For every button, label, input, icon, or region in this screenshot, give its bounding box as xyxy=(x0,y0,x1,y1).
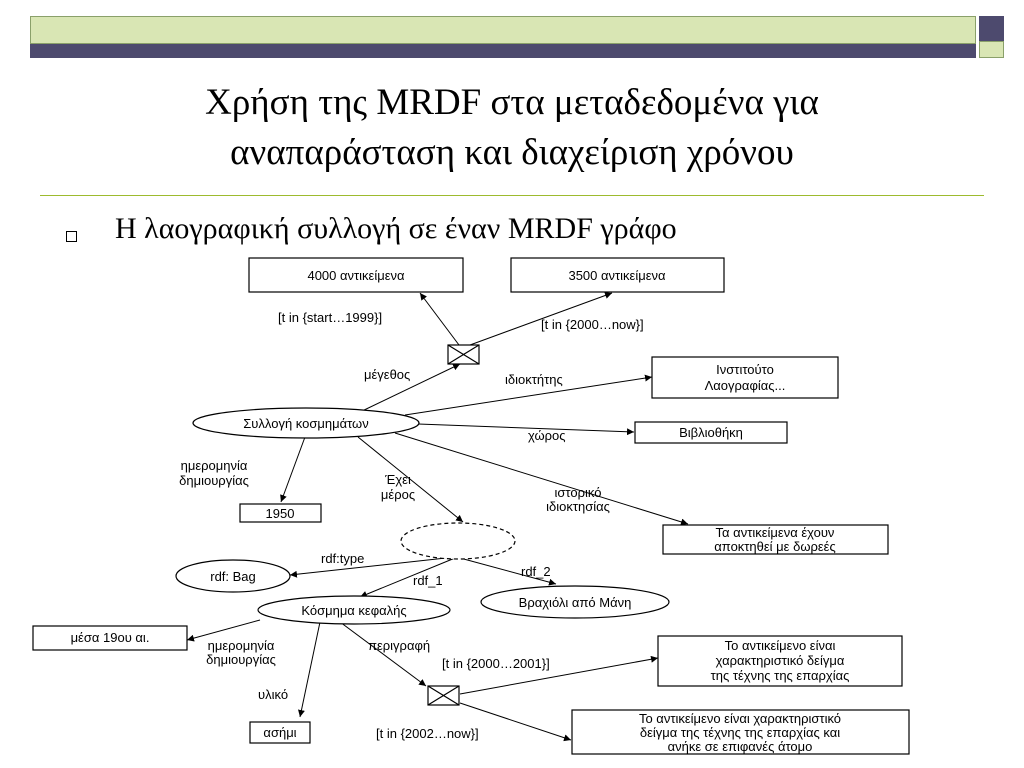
edge-label-t-2002-now: [t in {2002…now}] xyxy=(376,726,479,741)
node-mid19-label: μέσα 19ου αι. xyxy=(71,630,150,645)
edge-perigrafi xyxy=(339,621,427,687)
edge-megethos xyxy=(359,363,461,413)
node-headjewel-ellipse xyxy=(257,595,451,625)
edge-choros xyxy=(417,423,635,436)
node-desc2-label-3: ανήκε σε επιφανές άτομο xyxy=(668,739,813,754)
node-rdfbag-label: rdf: Bag xyxy=(210,569,256,584)
edge-label-imerominia-2a: ημερομηνία xyxy=(208,638,275,653)
node-rdfbag-ellipse xyxy=(175,559,291,593)
node-3500-box xyxy=(510,257,725,293)
node-4000-label: 4000 αντικείμενα xyxy=(307,268,405,283)
edge-label-choros: χώρος xyxy=(528,428,566,443)
node-vivliothiki-box xyxy=(634,421,788,444)
node-bracelet-label: Βραχιόλι από Μάνη xyxy=(519,595,632,610)
node-instituto-label-2: Λαογραφίας... xyxy=(705,378,786,393)
node-collection-label: Συλλογή κοσμημάτων xyxy=(243,416,368,431)
node-desc2-label-2: δείγμα της τέχνης της επαρχίας και xyxy=(640,725,840,740)
edge-label-imerominia-1a: ημερομηνία xyxy=(181,458,248,473)
edge-label-perigrafi: περιγραφή xyxy=(368,638,430,653)
edge-label-imerominia-1b: δημιουργίας xyxy=(179,473,249,488)
edge-label-t-2000-2001: [t in {2000…2001}] xyxy=(442,656,550,671)
node-1950-box xyxy=(239,503,322,523)
node-donations-label-2: αποκτηθεί με δωρεές xyxy=(714,539,835,554)
node-asimi-label: ασήμι xyxy=(263,725,296,740)
edge-istoriko xyxy=(394,432,689,526)
edge-idioktitis xyxy=(404,374,653,416)
edge-label-yliko: υλικό xyxy=(258,687,288,702)
edge-to-4000 xyxy=(419,292,460,346)
edge-label-rdf2: rdf_2 xyxy=(521,564,551,579)
node-desc1-box xyxy=(657,635,903,687)
header-band-light xyxy=(30,16,976,44)
edge-to-3500 xyxy=(469,292,613,346)
edge-label-t-2000-now: [t in {2000…now}] xyxy=(541,317,644,332)
edge-label-imerominia-2b: δημιουργίας xyxy=(206,652,276,667)
node-desc1-label-2: χαρακτηριστικό δείγμα xyxy=(716,653,845,668)
edge-label-istoriko-2: ιδιοκτησίας xyxy=(546,499,610,514)
node-headjewel-label: Κόσμημα κεφαλής xyxy=(301,603,406,618)
title-divider xyxy=(40,195,984,196)
node-desc1-label-1: Το αντικείμενο είναι xyxy=(725,638,836,653)
node-desc1-label-3: της τέχνης της επαρχίας xyxy=(711,668,850,683)
node-bag-blank-ellipse xyxy=(400,522,516,560)
node-donations-box xyxy=(662,524,889,555)
edge-label-rdftype: rdf:type xyxy=(321,551,364,566)
node-desc2-box xyxy=(571,709,910,755)
bullet-text: Η λαογραφική συλλογή σε έναν MRDF γράφο xyxy=(115,212,677,245)
slide-title-line-1: Χρήση της MRDF στα μεταδεδομένα για xyxy=(205,82,819,123)
edge-label-idioktitis: ιδιοκτήτης xyxy=(505,372,563,387)
node-instituto-label-1: Ινστιτούτο xyxy=(716,362,774,377)
edge-rdf1 xyxy=(359,557,456,598)
edge-echei-meros xyxy=(357,436,464,523)
node-4000-box xyxy=(248,257,464,293)
edge-label-echei-1: Έχει xyxy=(384,472,411,487)
node-3500-label: 3500 αντικείμενα xyxy=(568,268,666,283)
slide-title-line-2: αναπαράσταση και διαχείριση χρόνου xyxy=(230,132,794,173)
node-desc2-label-1: Το αντικείμενο είναι χαρακτηριστικό xyxy=(639,711,841,726)
node-1950-label: 1950 xyxy=(266,506,295,521)
node-donations-label-1: Τα αντικείμενα έχουν xyxy=(716,525,835,540)
edge-to-desc2 xyxy=(459,702,572,742)
edge-label-istoriko-1: ιστορικό xyxy=(555,485,602,500)
edge-rdftype xyxy=(289,556,456,578)
node-asimi-box xyxy=(249,721,311,744)
header-corner-dark xyxy=(979,16,1004,41)
node-mid19-box xyxy=(32,625,188,651)
node-instituto-box xyxy=(651,356,839,399)
node-collection-ellipse xyxy=(192,407,420,439)
slide-title: Χρήση της MRDF στα μεταδεδομένα για αναπ… xyxy=(40,78,984,178)
edge-yliko xyxy=(298,621,321,718)
edge-to-desc1 xyxy=(459,655,659,695)
edge-rdf2 xyxy=(459,557,557,586)
edge-label-echei-2: μέρος xyxy=(381,487,415,502)
edge-label-t-start-1999: [t in {start…1999}] xyxy=(278,310,382,325)
edge-imerominia-1 xyxy=(280,436,306,503)
header-band-dark xyxy=(30,44,976,58)
node-vivliothiki-label: Βιβλιοθήκη xyxy=(679,425,743,440)
edge-label-rdf1: rdf_1 xyxy=(413,573,443,588)
edge-label-megethos: μέγεθος xyxy=(364,367,410,382)
header-corner-light xyxy=(979,41,1004,58)
edge-imerominia-2 xyxy=(186,619,261,642)
node-bracelet-ellipse xyxy=(480,585,670,619)
bullet-square-icon xyxy=(66,231,77,242)
